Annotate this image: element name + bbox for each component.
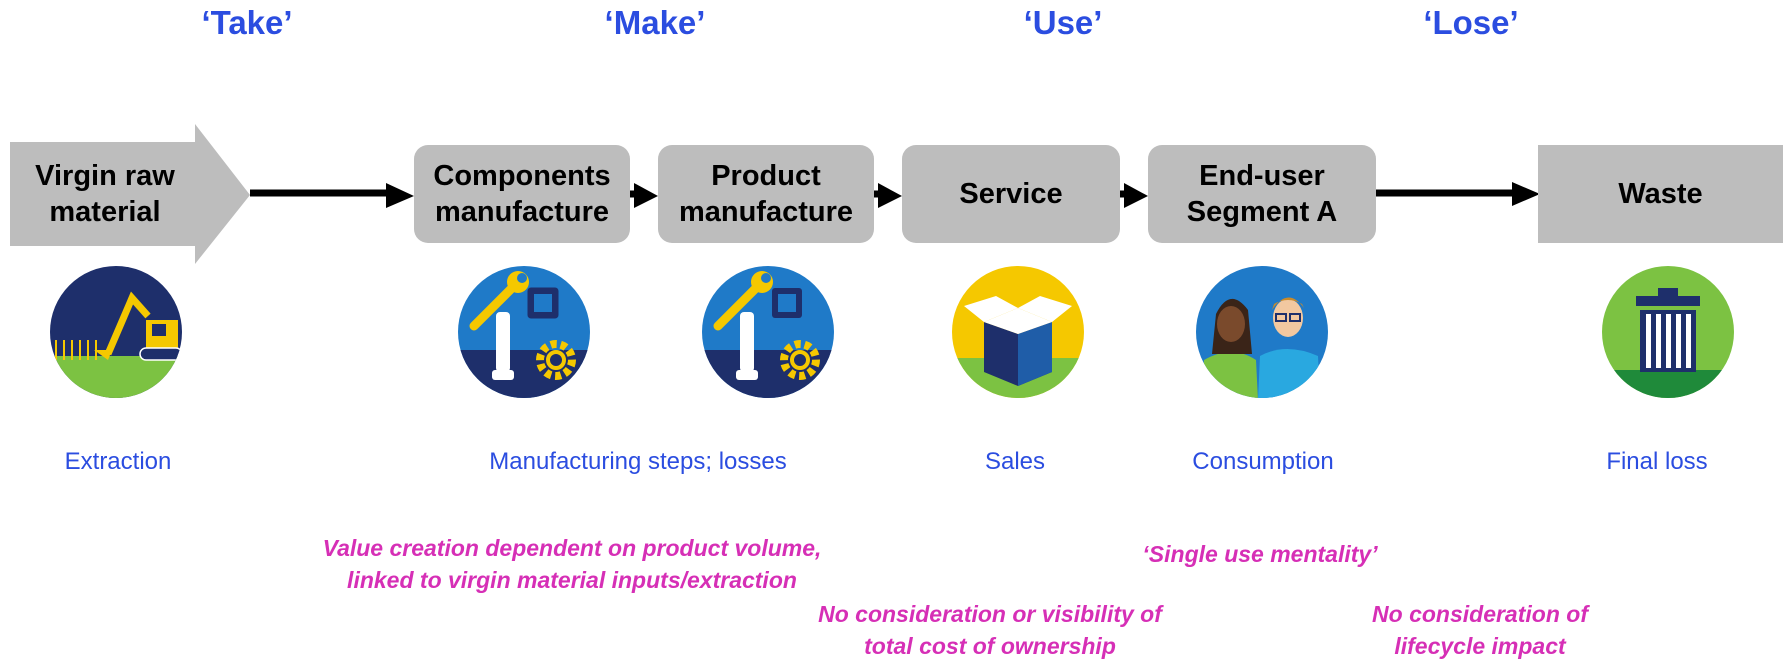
note-total-cost-of-ownership: No consideration or visibility of total …	[818, 601, 1162, 659]
stage-virgin-raw-material: Virgin raw material	[10, 142, 200, 246]
phase-take-heading: ‘Take’	[201, 4, 293, 41]
tools-chip-gear-icon	[458, 266, 590, 398]
excavator-icon	[50, 266, 182, 398]
note-value-creation: Value creation dependent on product volu…	[322, 535, 822, 593]
stage-end-user-segment-a: End-user Segment A	[1148, 145, 1376, 243]
raw-material-arrow-shape	[10, 124, 250, 264]
caption-consumption: Consumption	[1192, 448, 1334, 475]
stage-components-manufacture: Components manufacture	[414, 145, 630, 243]
caption-final-loss: Final loss	[1606, 448, 1708, 475]
people-icon	[1196, 266, 1328, 398]
caption-manufacturing-steps: Manufacturing steps; losses	[489, 448, 787, 475]
trash-bin-icon	[1602, 266, 1734, 398]
stage-label: End-user Segment A	[1186, 160, 1338, 228]
caption-sales: Sales	[984, 448, 1046, 475]
tools-chip-gear-icon	[702, 266, 834, 398]
stage-label: Product manufacture	[678, 160, 854, 228]
arrow-components-to-product-head	[634, 183, 658, 208]
stage-label: Waste	[1618, 178, 1703, 210]
arrow-enduser-to-waste-head	[1512, 182, 1540, 206]
phase-make-heading: ‘Make’	[604, 4, 706, 41]
stage-service: Service	[902, 145, 1120, 243]
caption-extraction: Extraction	[64, 448, 172, 475]
arrow-take-to-components-head	[386, 183, 414, 208]
stage-label: Service	[959, 178, 1063, 210]
stage-label: Components manufacture	[433, 160, 611, 228]
note-single-use-mentality: ‘Single use mentality’	[1142, 541, 1378, 567]
note-lifecycle-impact: No consideration of lifecycle impact	[1372, 601, 1588, 659]
arrow-product-to-service-head	[878, 183, 902, 208]
stage-label: Virgin raw material	[35, 160, 175, 228]
phase-use-heading: ‘Use’	[1023, 4, 1103, 41]
open-box-icon	[952, 266, 1084, 398]
arrow-service-to-enduser-head	[1124, 183, 1148, 208]
phase-lose-heading: ‘Lose’	[1423, 4, 1519, 41]
stage-product-manufacture: Product manufacture	[658, 145, 874, 243]
stage-waste: Waste	[1538, 145, 1783, 243]
